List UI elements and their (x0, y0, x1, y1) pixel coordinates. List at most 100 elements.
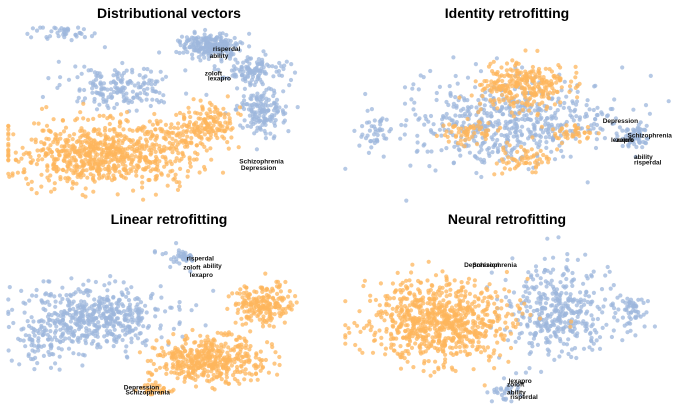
scatter-point-series-1 (89, 140, 94, 145)
scatter-point-series-0 (637, 140, 642, 145)
scatter-point-series-1 (140, 185, 145, 190)
scatter-point-series-0 (352, 128, 357, 133)
scatter-point-series-0 (271, 108, 277, 113)
scatter-point-series-1 (238, 347, 243, 352)
scatter-point-series-1 (559, 127, 564, 132)
scatter-point-series-1 (239, 364, 244, 369)
scatter-point-series-1 (6, 124, 11, 129)
panel-title: Linear retrofitting (111, 211, 228, 227)
scatter-point-series-1 (432, 370, 437, 375)
scatter-point-series-0 (555, 308, 561, 313)
scatter-point-series-1 (167, 134, 172, 139)
scatter-point-series-0 (543, 267, 548, 273)
scatter-point-series-0 (66, 346, 72, 351)
scatter-point-series-1 (154, 135, 159, 140)
scatter-point-series-1 (203, 119, 208, 125)
scatter-point-series-1 (177, 158, 182, 163)
scatter-point-series-1 (105, 135, 110, 140)
scatter-point-series-0 (260, 122, 265, 127)
scatter-point-series-1 (40, 147, 45, 153)
scatter-point-series-1 (174, 371, 180, 376)
scatter-point-series-1 (287, 289, 292, 294)
scatter-point-series-1 (19, 156, 24, 161)
scatter-point-series-1 (486, 302, 491, 307)
scatter-point-series-0 (112, 336, 117, 342)
scatter-point-series-0 (129, 340, 134, 345)
scatter-point-series-1 (56, 149, 61, 154)
scatter-point-series-0 (258, 127, 263, 132)
scatter-point-series-1 (67, 144, 72, 149)
scatter-point-series-1 (193, 384, 199, 389)
scatter-point-series-1 (504, 61, 510, 66)
scatter-point-series-0 (402, 101, 408, 106)
scatter-point-series-1 (504, 325, 510, 330)
scatter-point-series-0 (431, 122, 436, 127)
scatter-point-series-0 (181, 50, 186, 55)
scatter-point-series-1 (177, 110, 183, 116)
scatter-point-series-0 (40, 94, 46, 100)
scatter-point-series-0 (452, 144, 457, 149)
scatter-point-series-0 (503, 119, 508, 124)
scatter-point-series-0 (528, 304, 533, 310)
scatter-point-series-0 (47, 34, 53, 39)
scatter-point-series-1 (434, 133, 439, 138)
scatter-point-series-1 (215, 330, 220, 335)
scatter-point-series-1 (466, 276, 472, 281)
scatter-point-series-0 (120, 337, 125, 343)
scatter-point-series-1 (168, 159, 173, 164)
scatter-point-series-1 (36, 157, 41, 163)
scatter-point-series-0 (211, 48, 217, 53)
scatter-point-series-0 (121, 88, 126, 93)
scatter-point-series-1 (171, 332, 176, 337)
scatter-point-series-0 (79, 310, 84, 315)
scatter-point-series-1 (91, 173, 96, 178)
scatter-point-series-0 (421, 75, 426, 80)
scatter-point-series-1 (94, 168, 99, 173)
scatter-point-series-0 (208, 51, 213, 57)
scatter-point-series-0 (57, 82, 62, 88)
scatter-point-series-0 (639, 297, 644, 302)
scatter-point-series-0 (292, 70, 298, 75)
scatter-point-series-1 (52, 162, 57, 167)
scatter-point-series-1 (185, 124, 190, 129)
scatter-point-series-0 (105, 321, 110, 326)
scatter-point-series-0 (493, 141, 498, 146)
scatter-point-series-0 (202, 32, 207, 37)
scatter-point-series-0 (233, 57, 238, 62)
scatter-point-series-0 (97, 102, 102, 107)
scatter-point-series-1 (257, 317, 262, 322)
scatter-point-series-0 (626, 144, 631, 149)
scatter-point-series-0 (570, 278, 575, 283)
scatter-point-series-1 (525, 149, 530, 154)
scatter-point-series-1 (113, 150, 118, 155)
scatter-point-series-0 (158, 69, 163, 74)
scatter-point-series-1 (181, 154, 186, 159)
scatter-point-series-1 (236, 145, 241, 150)
scatter-point-series-0 (105, 288, 110, 293)
scatter-point-series-1 (500, 78, 505, 84)
scatter-point-series-0 (52, 25, 57, 30)
scatter-point-series-1 (55, 157, 60, 162)
scatter-point-series-1 (229, 357, 234, 362)
scatter-point-series-0 (29, 356, 34, 362)
scatter-point-series-1 (523, 48, 528, 53)
scatter-point-series-0 (589, 313, 594, 318)
scatter-point-series-0 (404, 118, 409, 123)
scatter-point-series-0 (61, 29, 66, 34)
scatter-point-series-1 (453, 291, 459, 296)
scatter-point-series-0 (622, 323, 627, 328)
scatter-point-series-1 (405, 343, 410, 348)
scatter-point-series-0 (124, 68, 129, 73)
scatter-point-series-0 (633, 314, 638, 319)
scatter-point-series-1 (81, 116, 86, 121)
scatter-point-series-0 (550, 291, 555, 296)
scatter-point-series-1 (488, 354, 493, 359)
scatter-point-series-0 (558, 339, 563, 344)
scatter-point-series-0 (510, 256, 515, 261)
scatter-point-series-1 (26, 181, 31, 187)
scatter-point-series-1 (271, 324, 276, 329)
scatter-point-series-1 (181, 129, 186, 134)
scatter-point-series-0 (417, 116, 422, 121)
scatter-point-series-1 (543, 66, 548, 71)
scatter-point-series-0 (482, 103, 487, 108)
